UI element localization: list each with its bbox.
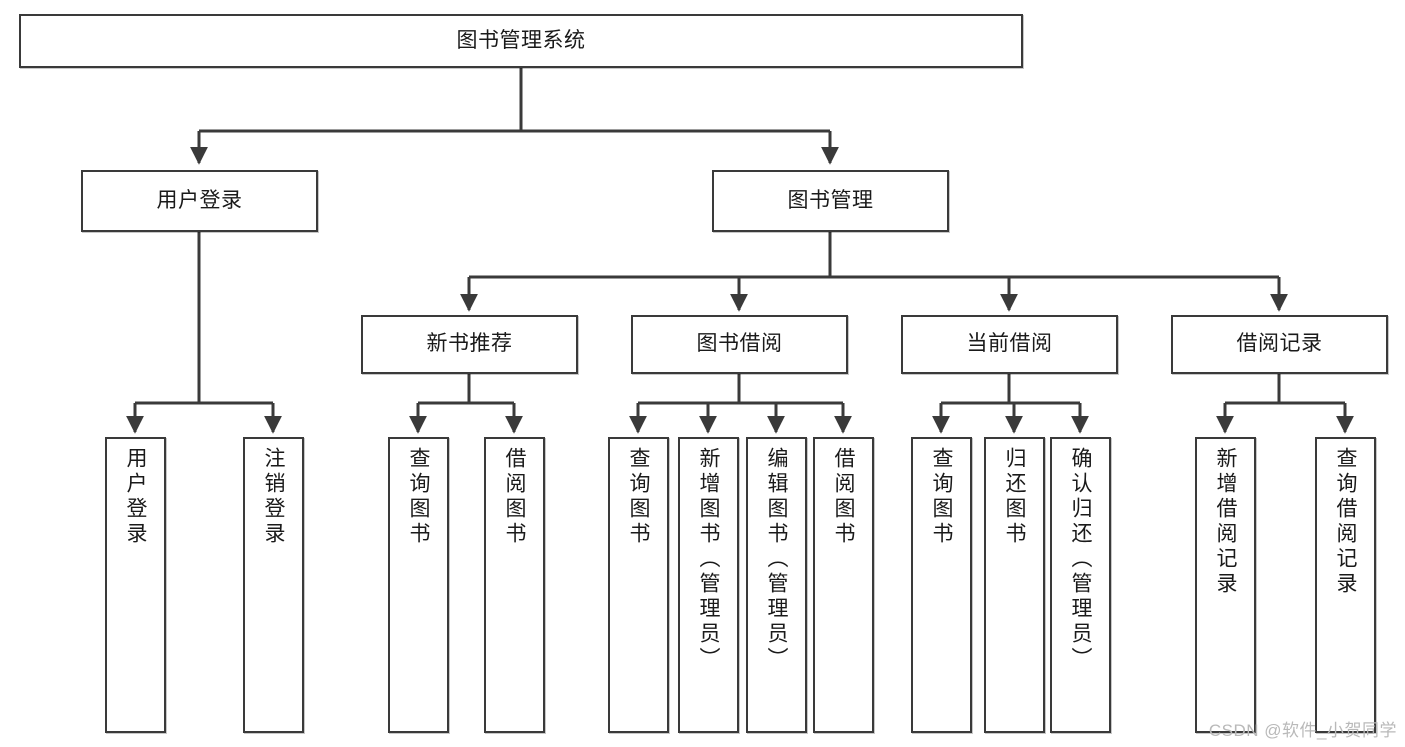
node-label: 查询图书 bbox=[407, 447, 430, 547]
node-label: 图书管理系统 bbox=[456, 28, 586, 52]
node-leaf-confirm-return-admin[interactable]: 确认归还（管理员） bbox=[1050, 437, 1111, 733]
node-label: 查询借阅记录 bbox=[1334, 447, 1357, 597]
node-leaf-edit-book-admin[interactable]: 编辑图书（管理员） bbox=[746, 437, 807, 733]
node-label: 确认归还（管理员） bbox=[1069, 447, 1092, 672]
node-leaf-query-book-recommend[interactable]: 查询图书 bbox=[388, 437, 449, 733]
node-label: 新书推荐 bbox=[426, 332, 513, 356]
node-leaf-borrow-book[interactable]: 借阅图书 bbox=[813, 437, 874, 733]
node-new-book-recommend[interactable]: 新书推荐 bbox=[361, 315, 578, 374]
node-leaf-return-book[interactable]: 归还图书 bbox=[984, 437, 1045, 733]
node-label: 用户登录 bbox=[124, 447, 147, 547]
node-label: 新增图书（管理员） bbox=[697, 447, 720, 672]
node-label: 借阅记录 bbox=[1236, 332, 1323, 356]
node-leaf-query-book-current[interactable]: 查询图书 bbox=[911, 437, 972, 733]
node-user-login[interactable]: 用户登录 bbox=[81, 170, 318, 232]
node-label: 用户登录 bbox=[156, 188, 243, 212]
node-leaf-user-login[interactable]: 用户登录 bbox=[105, 437, 166, 733]
node-label: 新增借阅记录 bbox=[1214, 447, 1237, 597]
node-label: 借阅图书 bbox=[832, 447, 855, 547]
node-book-management[interactable]: 图书管理 bbox=[712, 170, 949, 232]
csdn-watermark: CSDN @软件_小贺同学 bbox=[1208, 721, 1397, 740]
node-book-management-system[interactable]: 图书管理系统 bbox=[19, 14, 1023, 68]
node-leaf-add-book-admin[interactable]: 新增图书（管理员） bbox=[678, 437, 739, 733]
node-borrow-record[interactable]: 借阅记录 bbox=[1171, 315, 1388, 374]
node-label: 当前借阅 bbox=[966, 332, 1053, 356]
node-leaf-add-borrow-record[interactable]: 新增借阅记录 bbox=[1195, 437, 1256, 733]
node-label: 图书管理 bbox=[787, 188, 874, 212]
node-leaf-borrow-book-recommend[interactable]: 借阅图书 bbox=[484, 437, 545, 733]
node-leaf-query-book-borrow[interactable]: 查询图书 bbox=[608, 437, 669, 733]
node-current-borrow[interactable]: 当前借阅 bbox=[901, 315, 1118, 374]
node-label: 图书借阅 bbox=[696, 332, 783, 356]
node-label: 注销登录 bbox=[262, 447, 285, 547]
node-label: 编辑图书（管理员） bbox=[765, 447, 788, 672]
node-leaf-query-borrow-record[interactable]: 查询借阅记录 bbox=[1315, 437, 1376, 733]
node-label: 查询图书 bbox=[930, 447, 953, 547]
node-label: 查询图书 bbox=[627, 447, 650, 547]
node-leaf-logout-login[interactable]: 注销登录 bbox=[243, 437, 304, 733]
node-book-borrow[interactable]: 图书借阅 bbox=[631, 315, 848, 374]
node-label: 借阅图书 bbox=[503, 447, 526, 547]
node-label: 归还图书 bbox=[1003, 447, 1026, 547]
